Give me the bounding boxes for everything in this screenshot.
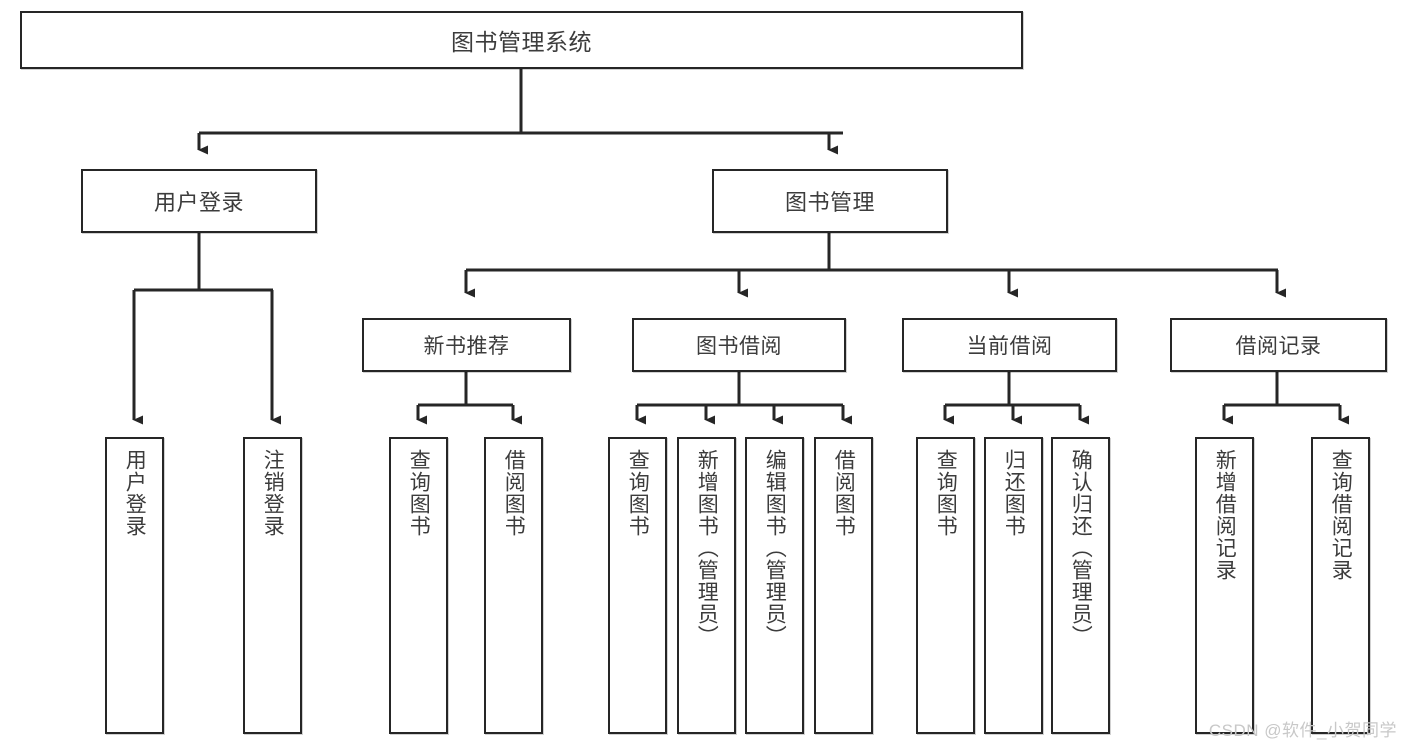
leaf-edit-book-admin[interactable]: 编辑图书（管理员） <box>745 437 804 734</box>
node-label: 查询图书 <box>934 449 958 537</box>
csdn-watermark: CSDN @软件_小贺同学 <box>1208 721 1397 740</box>
leaf-confirm-return-admin[interactable]: 确认归还（管理员） <box>1051 437 1110 734</box>
leaf-query-book-current[interactable]: 查询图书 <box>916 437 975 734</box>
node-label: 借阅图书 <box>502 449 526 537</box>
node-label: 当前借阅 <box>966 335 1053 358</box>
leaf-add-book-admin[interactable]: 新增图书（管理员） <box>677 437 736 734</box>
node-current-borrow[interactable]: 当前借阅 <box>902 318 1117 372</box>
leaf-query-borrow-record[interactable]: 查询借阅记录 <box>1311 437 1370 734</box>
node-label: 编辑图书（管理员） <box>763 449 787 647</box>
node-label: 新增借阅记录 <box>1213 449 1237 581</box>
node-book-borrow[interactable]: 图书借阅 <box>632 318 846 372</box>
node-label: 确认归还（管理员） <box>1069 449 1093 647</box>
leaf-logout[interactable]: 注销登录 <box>243 437 302 734</box>
node-label: 借阅记录 <box>1235 335 1322 358</box>
node-label: 图书管理 <box>784 190 875 215</box>
node-label: 图书管理系统 <box>451 29 592 55</box>
leaf-user-login[interactable]: 用户登录 <box>105 437 164 734</box>
node-borrow-records[interactable]: 借阅记录 <box>1170 318 1387 372</box>
node-new-book-recommendation[interactable]: 新书推荐 <box>362 318 571 372</box>
node-user-login[interactable]: 用户登录 <box>81 169 317 233</box>
node-label: 查询借阅记录 <box>1329 449 1353 581</box>
node-book-management[interactable]: 图书管理 <box>712 169 948 233</box>
leaf-add-borrow-record[interactable]: 新增借阅记录 <box>1195 437 1254 734</box>
node-label: 归还图书 <box>1002 449 1026 537</box>
node-label: 用户登录 <box>153 190 244 215</box>
leaf-query-book-borrow[interactable]: 查询图书 <box>608 437 667 734</box>
leaf-borrow-book-recommend[interactable]: 借阅图书 <box>484 437 543 734</box>
node-root-book-management-system[interactable]: 图书管理系统 <box>20 11 1023 69</box>
node-label: 新增图书（管理员） <box>695 449 719 647</box>
node-label: 借阅图书 <box>832 449 856 537</box>
node-label: 查询图书 <box>626 449 650 537</box>
node-label: 图书借阅 <box>696 335 782 358</box>
leaf-return-book[interactable]: 归还图书 <box>984 437 1043 734</box>
node-label: 新书推荐 <box>423 335 510 358</box>
leaf-borrow-book[interactable]: 借阅图书 <box>814 437 873 734</box>
node-label: 用户登录 <box>123 449 147 537</box>
node-label: 注销登录 <box>261 449 285 537</box>
leaf-query-book-recommend[interactable]: 查询图书 <box>389 437 448 734</box>
node-label: 查询图书 <box>407 449 431 537</box>
